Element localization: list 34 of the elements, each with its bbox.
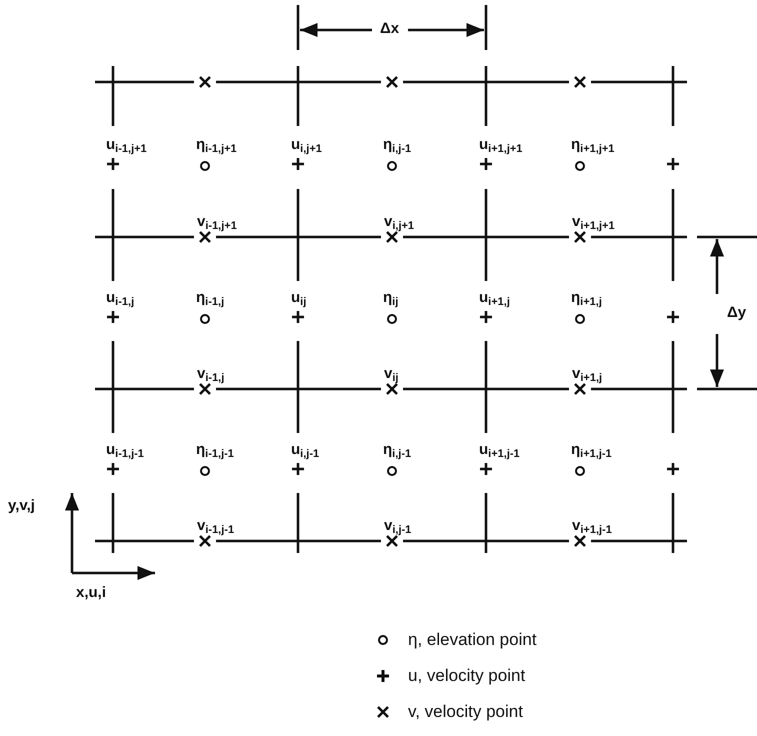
legend-text: u, velocity point [408, 665, 526, 687]
grid-point-label: x,u,i [76, 584, 106, 602]
grid-point-label: η$_{i-1,j-1}$ [196, 441, 234, 459]
legend-text: η, elevation point [408, 629, 537, 651]
grid-point-label: η$_{i,j-1}$ [383, 441, 412, 459]
grid-point-label: u$_{i+1,j}$ [479, 289, 510, 307]
grid-point-label: u$_{i-1,j-1}$ [106, 441, 144, 459]
grid-point-label: v$_{i+1,j}$ [572, 365, 602, 383]
grid-point-label: u$_{i+1,j+1}$ [479, 136, 522, 154]
legend-text: v, velocity point [408, 701, 523, 723]
grid-point-label: Δy [727, 304, 746, 322]
grid-point-label: v$_{i,j-1}$ [384, 517, 412, 535]
grid-point-label: v$_{i-1,j-1}$ [197, 517, 234, 535]
grid-point-label: v$_{i,j+1}$ [384, 213, 414, 231]
grid-point-label: η$_{i,j-1}$ [383, 136, 412, 154]
grid-point-label: v$_{i-1,j+1}$ [197, 213, 237, 231]
grid-point-label: u$_{ij}$ [291, 289, 306, 307]
grid-point-label: u$_{i-1,j+1}$ [106, 136, 147, 154]
grid-point-label: η$_{i+1,j+1}$ [571, 136, 614, 154]
grid-point-label: η$_{i-1,j}$ [196, 289, 224, 307]
grid-point-label: η$_{ij}$ [383, 289, 398, 307]
grid-point-label: η$_{i+1,j}$ [571, 289, 602, 307]
grid-point-label: Δx [380, 20, 400, 38]
grid-point-label: u$_{i,j+1}$ [291, 136, 322, 154]
grid-point-label: v$_{i-1,j}$ [197, 365, 224, 383]
grid-point-label: η$_{i-1,j+1}$ [196, 136, 237, 154]
grid-point-label: u$_{i,j-1}$ [291, 441, 320, 459]
grid-point-label: η$_{i+1,j-1}$ [571, 441, 612, 459]
grid-point-label: v$_{i+1,j+1}$ [572, 213, 615, 231]
grid-point-label: v$_{ij}$ [384, 365, 398, 383]
grid-point-label: v$_{i+1,j-1}$ [572, 517, 612, 535]
grid-point-label: y,v,j [8, 497, 35, 515]
grid-point-label: u$_{i-1,j}$ [106, 289, 134, 307]
grid-point-label: u$_{i+1,j-1}$ [479, 441, 520, 459]
